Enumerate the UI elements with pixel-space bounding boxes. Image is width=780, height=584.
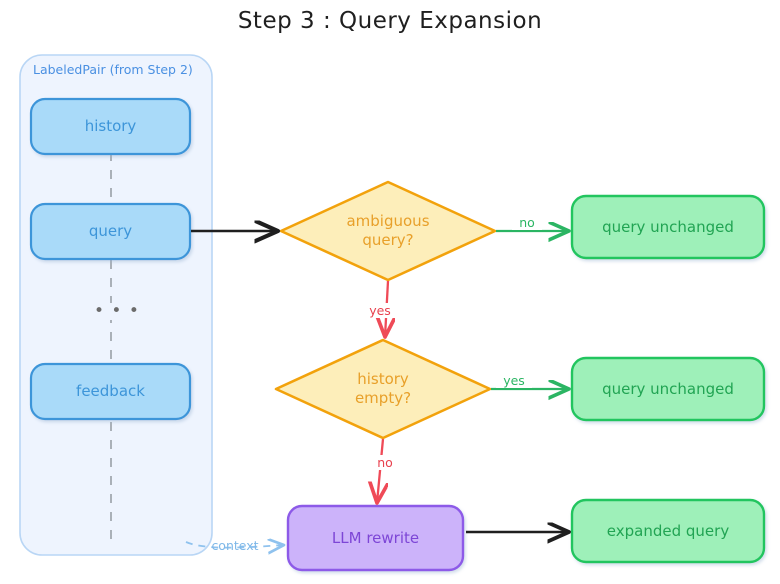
node-outcome-2-shape bbox=[570, 356, 766, 422]
cluster-ellipsis: • • • bbox=[94, 301, 140, 321]
node-feedback-shape bbox=[29, 362, 192, 421]
node-llm-rewrite-shape bbox=[286, 504, 465, 572]
node-outcome-1-shape bbox=[570, 194, 766, 260]
edge-label-context: context bbox=[211, 538, 259, 553]
decision-ambiguous-shape bbox=[279, 180, 497, 282]
edge-label-decision1-yes: yes bbox=[362, 303, 398, 318]
edge-label-decision1-no: no bbox=[512, 215, 542, 230]
cluster-label: LabeledPair (from Step 2) bbox=[33, 62, 193, 77]
decision-history-empty-shape bbox=[274, 338, 492, 440]
edge-label-decision2-no: no bbox=[370, 455, 400, 470]
node-outcome-3-shape bbox=[570, 498, 766, 564]
page-title: Step 3 : Query Expansion bbox=[237, 8, 543, 34]
edge-context bbox=[185, 542, 284, 548]
node-query-shape bbox=[29, 202, 192, 261]
edge-decision2-no bbox=[377, 438, 383, 503]
node-history-shape bbox=[29, 97, 192, 156]
edge-label-decision2-yes: yes bbox=[496, 373, 532, 388]
